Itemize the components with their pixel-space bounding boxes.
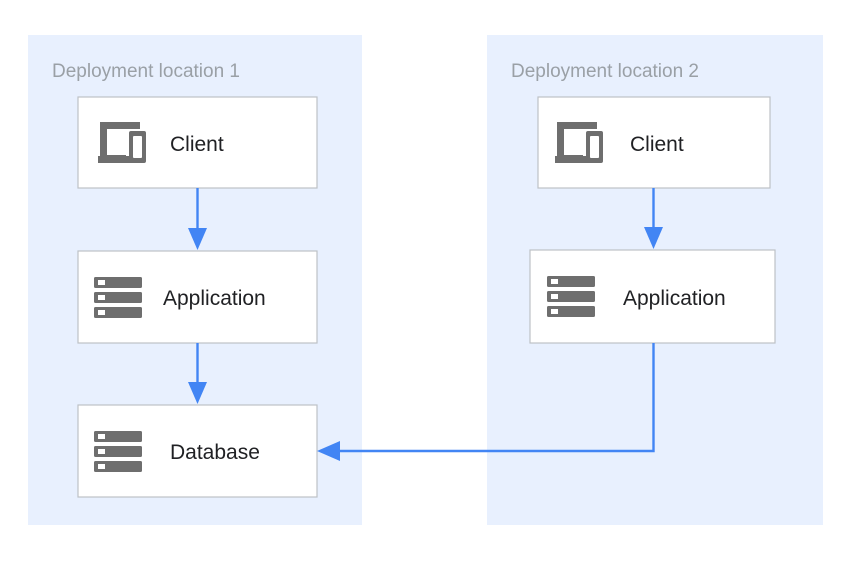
arrowhead-down-icon (644, 227, 663, 249)
application-1-label: Application (163, 287, 266, 310)
client-2-box[interactable] (537, 96, 771, 189)
server-icon (94, 277, 142, 318)
server-icon (94, 431, 142, 472)
zone-1-label: Deployment location 1 (52, 61, 240, 82)
client-2-label: Client (630, 133, 684, 156)
database-1-label: Database (170, 441, 260, 464)
zone-deployment-location-1: Deployment location 1 Client Application (28, 35, 362, 525)
connector-application1-to-database1 (188, 343, 207, 404)
arrowhead-left-icon (317, 441, 340, 461)
node-client-2[interactable]: Client (537, 96, 771, 189)
connector-client2-to-application2 (644, 188, 663, 249)
connector-client1-to-application1 (188, 188, 207, 250)
node-database-1[interactable]: Database (77, 404, 318, 498)
zone-deployment-location-2: Deployment location 2 Client Application (487, 35, 823, 525)
connector-application2-to-database1 (317, 343, 655, 461)
application-2-label: Application (623, 287, 726, 310)
node-application-1[interactable]: Application (77, 250, 318, 344)
node-application-2[interactable]: Application (529, 249, 776, 344)
client-1-box[interactable] (77, 96, 318, 189)
client-1-label: Client (170, 133, 224, 156)
arrowhead-down-icon (188, 382, 207, 404)
node-client-1[interactable]: Client (77, 96, 318, 189)
server-icon (547, 276, 595, 317)
arrowhead-down-icon (188, 228, 207, 250)
zone-2-label: Deployment location 2 (511, 61, 699, 82)
